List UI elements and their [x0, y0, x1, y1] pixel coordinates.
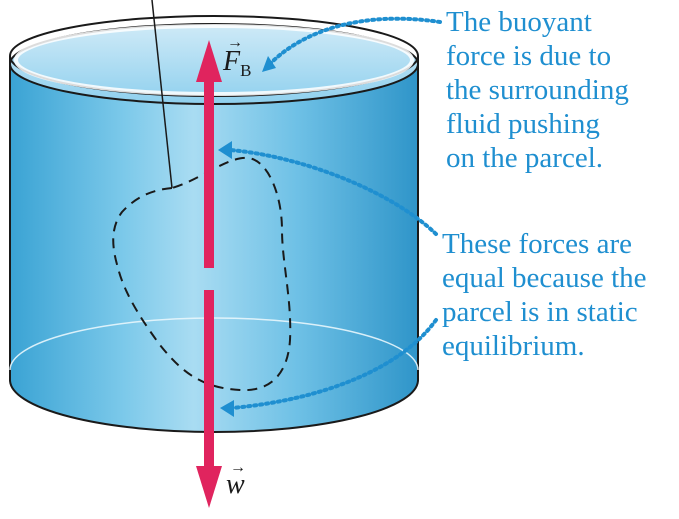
- annotation-line: parcel is in static: [442, 295, 647, 329]
- annotation-line: on the parcel.: [446, 141, 629, 175]
- annotation-line: force is due to: [446, 39, 629, 73]
- annotation-line: equal because the: [442, 261, 647, 295]
- buoyant-force-label: → FB: [223, 47, 251, 80]
- vector-arrow-icon: →: [227, 35, 243, 51]
- buoyant-force-subscript: B: [240, 61, 251, 80]
- vector-arrow-icon: →: [230, 460, 246, 476]
- weight-label: → w: [226, 470, 245, 500]
- annotation-line: The buoyant: [446, 5, 629, 39]
- annotation-line: fluid pushing: [446, 107, 629, 141]
- equal-forces-annotation: These forces are equal because the parce…: [442, 227, 647, 363]
- annotation-line: equilibrium.: [442, 329, 647, 363]
- buoyant-force-annotation: The buoyant force is due to the surround…: [446, 5, 629, 175]
- annotation-line: These forces are: [442, 227, 647, 261]
- annotation-line: the surrounding: [446, 73, 629, 107]
